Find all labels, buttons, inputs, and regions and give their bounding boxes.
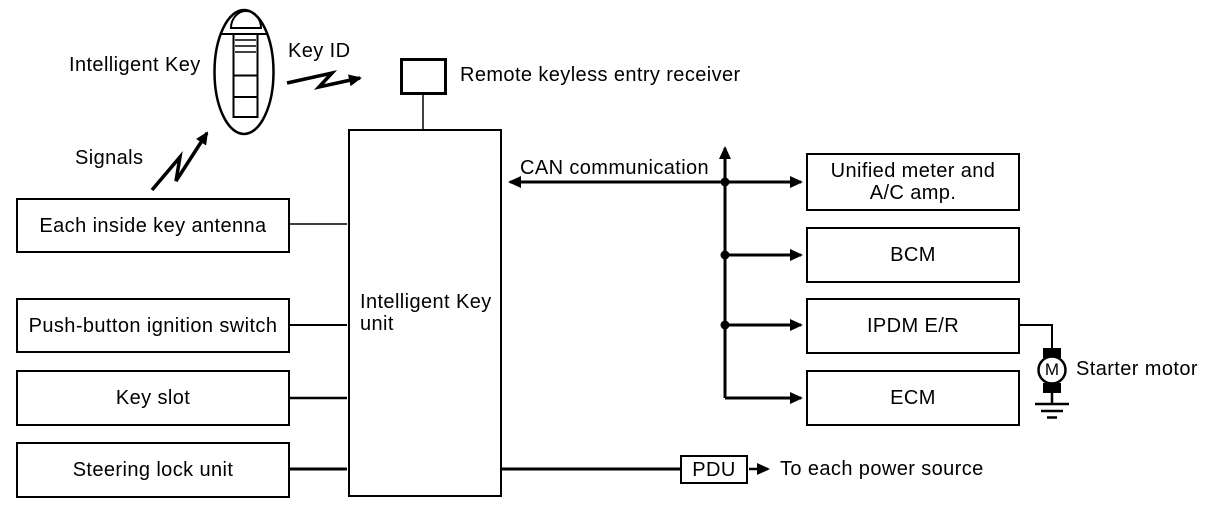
can-bus-lines — [508, 146, 803, 404]
motor-circle-m-icon — [1037, 348, 1067, 393]
intelligent-key-label: Intelligent Key — [69, 54, 201, 76]
push-button-ignition-switch-box: Push-button ignition switch — [16, 298, 290, 353]
key-id-label: Key ID — [288, 40, 351, 62]
motor-m-label: M — [1044, 360, 1060, 379]
steering-lock-unit-box: Steering lock unit — [16, 442, 290, 498]
junction-dots — [720, 177, 730, 330]
can-communication-label: CAN communication — [520, 157, 710, 179]
signals-arrow — [150, 131, 209, 192]
box-label: Unified meter and A/C amp. — [830, 160, 996, 204]
intelligent-key-fob-icon — [213, 8, 275, 136]
unified-meter-ac-amp-box: Unified meter and A/C amp. — [806, 153, 1020, 211]
intelligent-key-unit-box: Intelligent Key unit — [348, 129, 502, 497]
key-slot-box: Key slot — [16, 370, 290, 426]
starter-motor-circuit — [1020, 324, 1069, 419]
box-label: Push-button ignition switch — [28, 314, 278, 337]
each-inside-key-antenna-box: Each inside key antenna — [16, 198, 290, 253]
box-label: Key slot — [115, 387, 191, 409]
box-label: Steering lock unit — [72, 459, 234, 481]
box-label: Each inside key antenna — [39, 214, 267, 237]
box-label: BCM — [890, 244, 936, 266]
to-each-power-source-label: To each power source — [780, 458, 984, 480]
starter-motor-label: Starter motor — [1076, 358, 1198, 380]
box-label: PDU — [692, 458, 736, 481]
ipdm-er-box: IPDM E/R — [806, 298, 1020, 354]
ipdm-to-motor-line — [1020, 324, 1053, 349]
ground-symbol-icon — [1035, 393, 1069, 419]
box-label: ECM — [890, 387, 936, 409]
bcm-box: BCM — [806, 227, 1020, 283]
signals-label: Signals — [75, 147, 144, 169]
key-id-arrow — [286, 70, 362, 90]
connector-lines — [290, 94, 424, 471]
ecm-box: ECM — [806, 370, 1020, 426]
receiver-label: Remote keyless entry receiver — [460, 64, 741, 86]
radio-signal-arrow-icon — [150, 70, 362, 192]
pdu-box: PDU — [680, 455, 748, 484]
box-label: IPDM E/R — [866, 315, 960, 337]
unit-label: Intelligent Key unit — [360, 291, 492, 335]
remote-keyless-entry-receiver-box — [400, 58, 447, 95]
